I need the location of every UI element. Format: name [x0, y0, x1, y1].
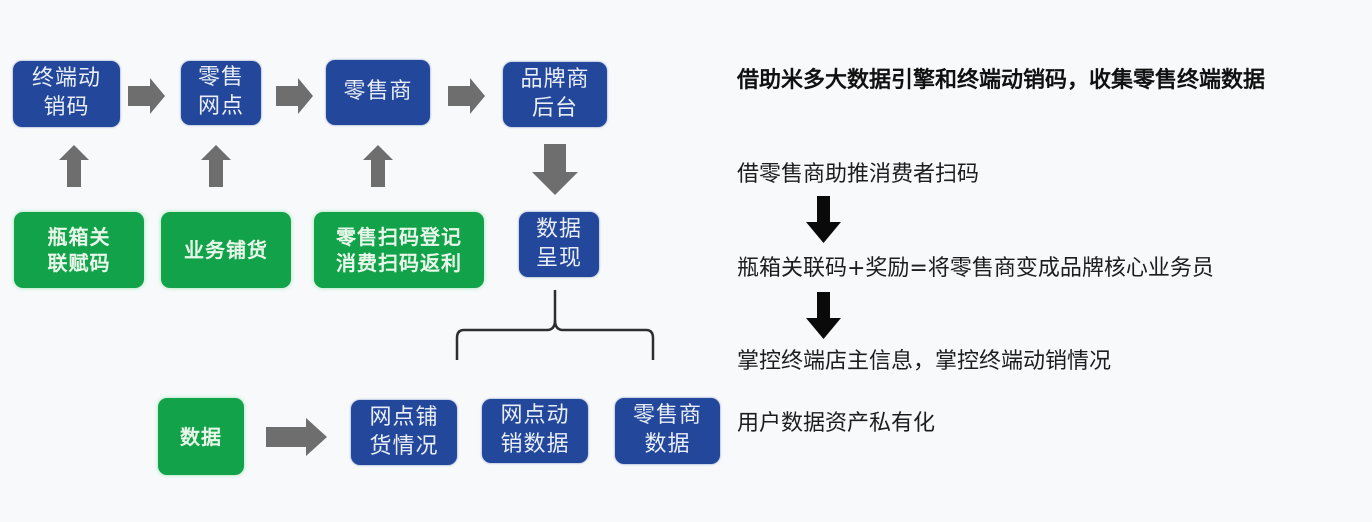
node-label: 业务铺货	[184, 238, 268, 262]
side-step-1: 借零售商助推消费者扫码	[737, 162, 980, 187]
node-label: 数据	[180, 424, 222, 449]
side-step-2: 瓶箱关联码+奖励=将零售商变成品牌核心业务员	[737, 256, 1214, 281]
node-label: 零售扫码登记 消费扫码返利	[336, 225, 462, 275]
node-label: 零售商	[343, 79, 413, 105]
node-label: 零售商 数据	[632, 403, 702, 457]
node-label: 零售 网点	[197, 65, 244, 119]
node-data-display: 数据 呈现	[519, 212, 599, 277]
brace-connector	[455, 290, 655, 360]
side-headline: 借助米多大数据引擎和终端动销码，收集零售终端数据	[737, 68, 1266, 93]
arrow-up-icon	[363, 145, 393, 187]
node-label: 品牌商 后台	[520, 66, 590, 121]
arrow-down-icon	[806, 292, 841, 339]
node-retailer: 零售商	[326, 60, 430, 125]
node-data-source: 数据	[158, 398, 244, 475]
node-retailer-data: 零售商 数据	[615, 398, 720, 464]
arrow-right-icon	[276, 78, 313, 114]
node-retail-scan: 零售扫码登记 消费扫码返利	[314, 212, 484, 288]
node-terminal-code: 终端动 销码	[13, 61, 120, 127]
arrow-up-icon	[59, 145, 89, 187]
arrow-right-icon	[448, 78, 485, 114]
arrow-down-icon	[806, 196, 841, 243]
node-label: 瓶箱关 联赋码	[47, 225, 111, 275]
arrow-up-icon	[201, 145, 231, 187]
node-label: 数据 呈现	[535, 216, 582, 271]
arrow-right-icon	[266, 418, 327, 456]
node-label: 网点动 销数据	[500, 403, 570, 457]
node-business-stocking: 业务铺货	[161, 212, 291, 288]
node-outlet-sales: 网点动 销数据	[482, 399, 588, 463]
node-bottle-box-code: 瓶箱关 联赋码	[14, 212, 144, 288]
node-retail-outlet: 零售 网点	[181, 61, 261, 125]
arrow-down-icon	[532, 144, 578, 195]
node-label: 终端动 销码	[31, 66, 101, 120]
arrow-right-icon	[128, 78, 165, 114]
node-label: 网点铺 货情况	[369, 404, 439, 459]
node-brand-backend: 品牌商 后台	[503, 62, 607, 127]
side-step-3: 掌控终端店主信息，掌控终端动销情况	[737, 349, 1112, 374]
node-outlet-stocking: 网点铺 货情况	[351, 400, 457, 465]
side-step-4: 用户数据资产私有化	[737, 411, 936, 436]
